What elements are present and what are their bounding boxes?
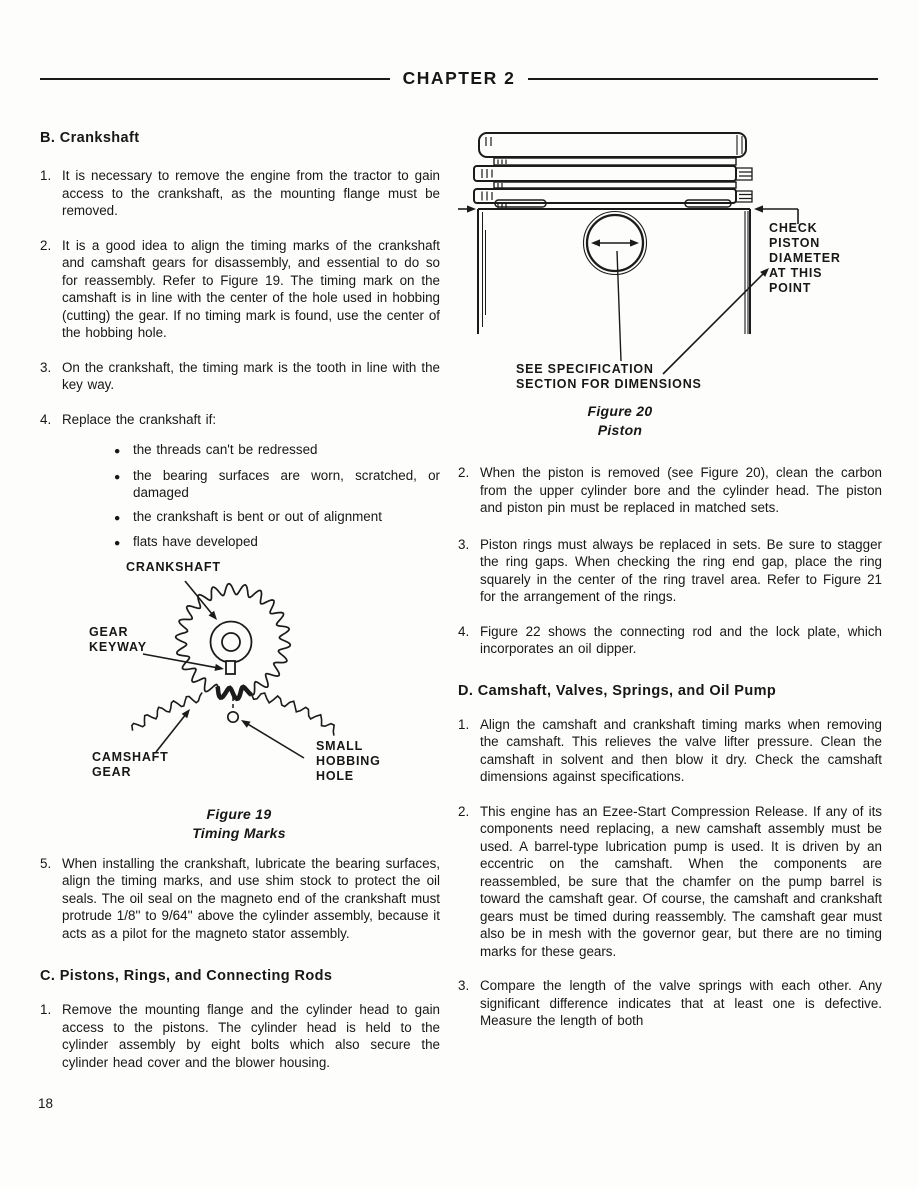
list-item-b1: 1. It is necessary to remove the engine … bbox=[40, 167, 440, 220]
bullet-item: the crankshaft is bent or out of alignme… bbox=[114, 508, 440, 528]
item-text: When the piston is removed (see Figure 2… bbox=[480, 465, 882, 515]
list-item-c1: 1. Remove the mounting flange and the cy… bbox=[40, 1001, 440, 1071]
bullet-dot-icon bbox=[114, 533, 133, 553]
item-number: 3. bbox=[40, 359, 52, 375]
item-number: 1. bbox=[458, 716, 470, 732]
item-number: 4. bbox=[40, 411, 52, 427]
bullet-text: the bearing surfaces are worn, scratched… bbox=[133, 467, 440, 501]
list-item-b3: 3. On the crankshaft, the timing mark is… bbox=[40, 359, 440, 394]
item-text: Align the camshaft and crankshaft timing… bbox=[480, 716, 882, 785]
chapter-rule-right bbox=[528, 77, 878, 80]
item-text: This engine has an Ezee-Start Compressio… bbox=[480, 803, 882, 959]
bullet-list: the threads can't be redressed the beari… bbox=[40, 441, 440, 553]
left-column: B. Crankshaft 1. It is necessary to remo… bbox=[40, 130, 440, 1071]
right-column: CHECK PISTON DIAMETER AT THIS POINT SEE … bbox=[458, 130, 882, 1030]
piston-diagram bbox=[458, 132, 799, 375]
item-number: 4. bbox=[458, 623, 470, 639]
figure-19-caption-subtitle: Timing Marks bbox=[192, 824, 286, 841]
figure-20-caption-title: Figure 20 bbox=[587, 403, 653, 419]
timing-marks-diagram bbox=[131, 579, 335, 759]
figure-20-caption-subtitle: Piston bbox=[597, 422, 643, 438]
item-text: Compare the length of the valve springs … bbox=[480, 978, 882, 1028]
see-specification-label: SEE SPECIFICATION SECTION FOR DIMENSIONS bbox=[516, 362, 702, 391]
item-text: Replace the crankshaft if: bbox=[62, 411, 217, 427]
figure-20: CHECK PISTON DIAMETER AT THIS POINT SEE … bbox=[458, 127, 882, 399]
list-item-d2: 2. This engine has an Ezee-Start Compres… bbox=[458, 803, 882, 961]
camshaft-gear-label: CAMSHAFT GEAR bbox=[92, 749, 169, 779]
item-number: 2. bbox=[40, 237, 52, 253]
item-text: Piston rings must always be replaced in … bbox=[480, 536, 882, 605]
list-item-d3: 3. Compare the length of the valve sprin… bbox=[458, 977, 882, 1030]
page-number: 18 bbox=[38, 1096, 54, 1111]
item-number: 2. bbox=[458, 803, 470, 819]
bullet-item: flats have developed bbox=[114, 533, 440, 553]
bullet-text: the crankshaft is bent or out of alignme… bbox=[133, 508, 382, 524]
list-item-b5: 5. When installing the crankshaft, lubri… bbox=[40, 855, 440, 943]
bullet-item: the threads can't be redressed bbox=[114, 441, 440, 461]
item-text: When installing the crankshaft, lubricat… bbox=[62, 855, 440, 941]
chapter-title: CHAPTER 2 bbox=[402, 68, 516, 88]
bullet-dot-icon bbox=[114, 441, 133, 461]
section-b-heading: B. Crankshaft bbox=[40, 130, 140, 146]
bullet-text: the threads can't be redressed bbox=[133, 442, 318, 457]
list-item-b4: 4. Replace the crankshaft if: bbox=[40, 411, 440, 429]
section-d-heading: D. Camshaft, Valves, Springs, and Oil Pu… bbox=[458, 682, 777, 699]
item-number: 2. bbox=[458, 465, 470, 480]
item-text: Figure 22 shows the connecting rod and t… bbox=[480, 623, 882, 657]
list-item-c2: 2. When the piston is removed (see Figur… bbox=[458, 464, 882, 517]
figure-19-caption: Figure 19 Timing Marks bbox=[40, 805, 438, 843]
item-text: It is a good idea to align the timing ma… bbox=[62, 237, 440, 341]
crankshaft-label: CRANKSHAFT bbox=[126, 559, 221, 574]
list-item-d1: 1. Align the camshaft and crankshaft tim… bbox=[458, 716, 882, 786]
section-c-heading: C. Pistons, Rings, and Connecting Rods bbox=[40, 968, 333, 984]
item-number: 5. bbox=[40, 855, 52, 871]
bullet-dot-icon bbox=[114, 467, 133, 502]
list-item-c4: 4. Figure 22 shows the connecting rod an… bbox=[458, 623, 882, 658]
chapter-header: CHAPTER 2 bbox=[0, 0, 918, 89]
bullet-dot-icon bbox=[114, 508, 133, 528]
item-number: 1. bbox=[40, 1002, 52, 1017]
item-text: It is necessary to remove the engine fro… bbox=[62, 168, 440, 218]
bullet-item: the bearing surfaces are worn, scratched… bbox=[114, 467, 440, 502]
item-number: 3. bbox=[458, 536, 470, 552]
figure-20-caption: Figure 20 Piston bbox=[458, 402, 782, 440]
figure-19-caption-title: Figure 19 bbox=[206, 805, 272, 822]
list-item-b2: 2. It is a good idea to align the timing… bbox=[40, 237, 440, 342]
item-text: Remove the mounting flange and the cylin… bbox=[62, 1002, 440, 1070]
list-item-c3: 3. Piston rings must always be replaced … bbox=[458, 536, 882, 606]
bullet-text: flats have developed bbox=[133, 534, 258, 549]
item-number: 3. bbox=[458, 978, 470, 993]
check-piston-diameter-label: CHECK PISTON DIAMETER AT THIS POINT bbox=[769, 221, 841, 295]
gear-keyway-label: GEAR KEYWAY bbox=[89, 624, 147, 654]
page-columns: B. Crankshaft 1. It is necessary to remo… bbox=[0, 130, 918, 1071]
small-hobbing-hole-label: SMALL HOBBING HOLE bbox=[316, 738, 381, 783]
chapter-rule-left bbox=[40, 77, 390, 80]
item-number: 1. bbox=[40, 168, 52, 183]
figure-19: CRANKSHAFT GEAR KEYWAY CAMSHAFT GEAR SMA… bbox=[40, 559, 440, 804]
item-text: On the crankshaft, the timing mark is th… bbox=[62, 359, 440, 393]
